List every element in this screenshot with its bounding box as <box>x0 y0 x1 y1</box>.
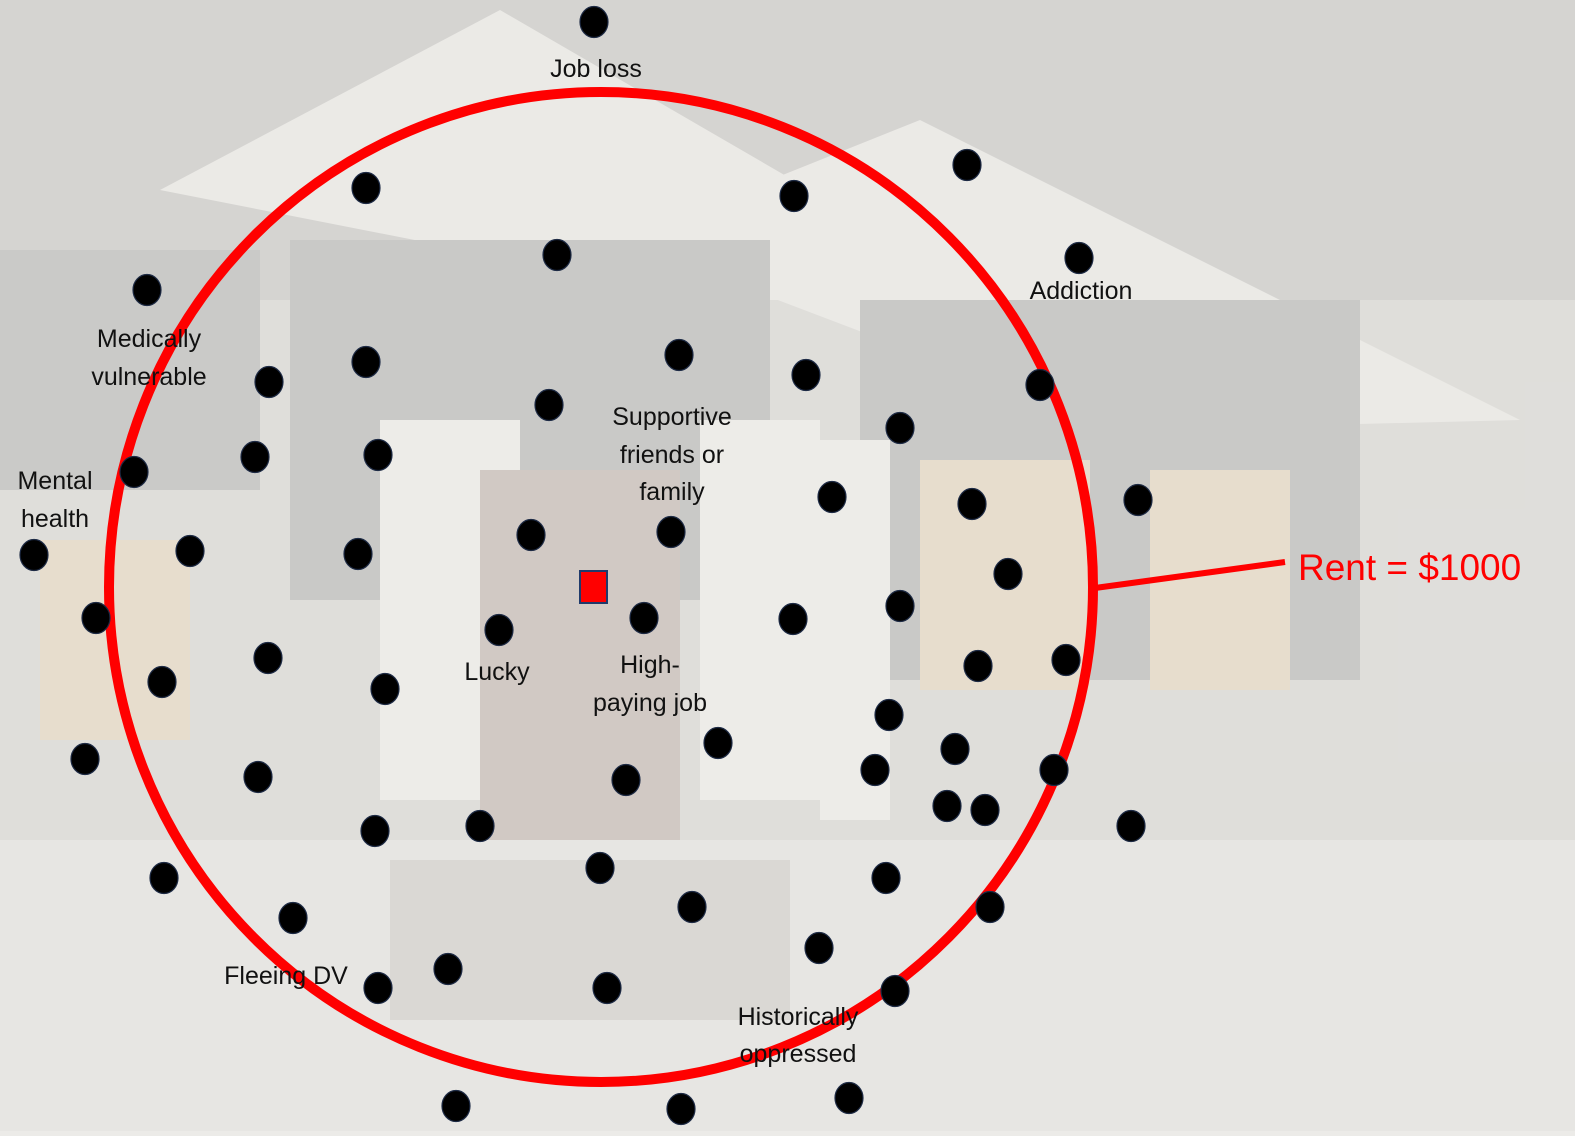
person-dot-icon <box>278 901 308 935</box>
person-dot-icon <box>441 1089 471 1123</box>
label-addiction: Addiction <box>1030 277 1133 305</box>
label-historically-oppressed-line2: oppressed <box>740 1040 857 1068</box>
label-mental-health-line2: health <box>21 505 89 533</box>
person-dots <box>19 5 1153 1126</box>
person-dot-icon <box>677 890 707 924</box>
person-dot-icon <box>993 557 1023 591</box>
label-supportive-line3: family <box>639 478 705 506</box>
person-dot-icon <box>1051 643 1081 677</box>
rent-pointer-line <box>1094 559 1286 591</box>
person-dot-icon <box>433 952 463 986</box>
person-dot-icon <box>932 789 962 823</box>
person-dot-icon <box>243 760 273 794</box>
person-dot-icon <box>132 273 162 307</box>
person-dot-icon <box>963 649 993 683</box>
person-dot-icon <box>656 515 686 549</box>
person-dot-icon <box>360 814 390 848</box>
person-dot-icon <box>703 726 733 760</box>
person-dot-icon <box>351 171 381 205</box>
person-dot-icon <box>1039 753 1069 787</box>
person-dot-icon <box>254 365 284 399</box>
person-dot-icon <box>370 672 400 706</box>
rent-label: Rent = $1000 <box>1298 547 1521 588</box>
person-dot-icon <box>465 809 495 843</box>
person-dot-icon <box>952 148 982 182</box>
person-dot-icon <box>791 358 821 392</box>
label-mental-health-line1: Mental <box>17 467 92 495</box>
label-supportive-line2: friends or <box>620 441 724 469</box>
person-dot-icon <box>874 698 904 732</box>
person-dot-icon <box>804 931 834 965</box>
person-dot-icon <box>534 388 564 422</box>
label-job-loss: Job loss <box>550 55 642 83</box>
person-dot-icon <box>70 742 100 776</box>
person-dot-icon <box>975 890 1005 924</box>
person-dot-icon <box>363 971 393 1005</box>
person-dot-icon <box>880 974 910 1008</box>
person-dot-icon <box>957 487 987 521</box>
rent-threshold-circle <box>104 87 1098 1087</box>
person-dot-icon <box>779 179 809 213</box>
person-dot-icon <box>871 861 901 895</box>
person-dot-icon <box>1123 483 1153 517</box>
label-supportive-line1: Supportive <box>612 403 732 431</box>
person-dot-icon <box>834 1081 864 1115</box>
person-dot-icon <box>119 455 149 489</box>
person-dot-icon <box>860 753 890 787</box>
label-high-paying-line2: paying job <box>593 689 707 717</box>
person-dot-icon <box>778 602 808 636</box>
person-dot-icon <box>343 537 373 571</box>
person-dot-icon <box>351 345 381 379</box>
person-dot-icon <box>516 518 546 552</box>
person-dot-icon <box>611 763 641 797</box>
person-dot-icon <box>970 793 1000 827</box>
person-dot-icon <box>592 971 622 1005</box>
person-dot-icon <box>542 238 572 272</box>
person-dot-icon <box>664 338 694 372</box>
person-dot-icon <box>253 641 283 675</box>
person-dot-icon <box>817 480 847 514</box>
label-medically-vulnerable-line1: Medically <box>97 325 202 353</box>
label-historically-oppressed-line1: Historically <box>738 1003 859 1031</box>
person-dot-icon <box>940 732 970 766</box>
person-dot-icon <box>666 1092 696 1126</box>
person-dot-icon <box>885 411 915 445</box>
label-lucky: Lucky <box>464 658 530 686</box>
person-dot-icon <box>363 438 393 472</box>
person-dot-icon <box>585 851 615 885</box>
person-dot-icon <box>175 534 205 568</box>
label-fleeing-dv: Fleeing DV <box>224 962 348 990</box>
person-dot-icon <box>147 665 177 699</box>
person-dot-icon <box>1116 809 1146 843</box>
person-dot-icon <box>629 601 659 635</box>
person-dot-icon <box>1025 368 1055 402</box>
label-high-paying-line1: High- <box>620 651 680 679</box>
person-dot-icon <box>19 538 49 572</box>
person-dot-icon <box>81 601 111 635</box>
person-dot-icon <box>149 861 179 895</box>
square-marker-icon <box>579 570 608 604</box>
person-dot-icon <box>484 613 514 647</box>
person-dot-icon <box>240 440 270 474</box>
label-medically-vulnerable-line2: vulnerable <box>91 363 206 391</box>
person-dot-icon <box>1064 241 1094 275</box>
person-dot-icon <box>885 589 915 623</box>
person-dot-icon <box>579 5 609 39</box>
